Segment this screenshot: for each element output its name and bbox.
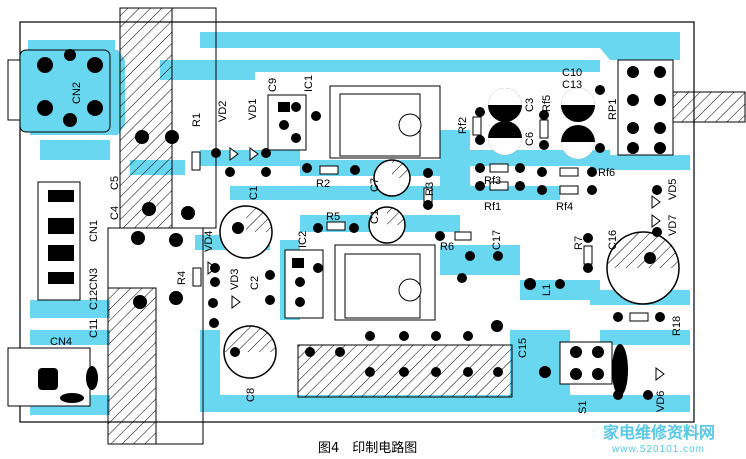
capacitor-c1-upper [219,205,273,259]
component-labels: CN2 CN1 CN3 CN4 C5 C4 C12 C11 R1 VD2 VD1… [50,67,683,414]
label-vd6: VD6 [655,391,667,412]
ic1-package [267,85,441,159]
watermark: 家电维修资料网 www.520101.com [603,423,715,455]
label-vd5: VD5 [667,179,679,200]
label-c17: C17 [491,230,503,250]
connector-cn1-cn3 [37,181,81,301]
heatsink-strip-vertical [119,7,173,229]
label-c7: C7 [369,178,381,192]
label-c6: C6 [524,132,536,146]
hatched-pad-lower-left [107,287,157,445]
capacitor-c7 [373,159,411,197]
capacitor-c13 [561,125,595,159]
connector-cn2 [7,49,111,133]
capacitor-c16 [606,231,680,305]
label-rf4: Rf4 [556,201,573,213]
ic2-package [284,244,436,321]
label-r5: R5 [326,211,340,223]
label-r6: R6 [440,241,454,253]
label-vd7: VD7 [667,215,679,236]
label-r18: R18 [671,316,683,336]
capacitor-c1-lower [368,206,406,244]
label-c5: C5 [109,176,121,190]
label-c1b: C1 [369,210,381,224]
watermark-text: 家电维修资料网 [603,423,715,442]
capacitor-c10 [561,88,595,122]
label-c10: C10 [562,67,582,79]
watermark-url: www.520101.com [611,444,705,455]
label-rf2: Rf2 [457,117,469,134]
label-c15: C15 [517,338,529,358]
label-r2: R2 [316,178,330,190]
label-rf6: Rf6 [598,167,615,179]
figure-caption: 图4 印制电路图 [318,440,417,456]
label-rf1: Rf1 [484,201,501,213]
label-c9: C9 [267,78,279,92]
label-l1: L1 [541,284,553,296]
label-rp1: RP1 [607,99,619,120]
label-r7: R7 [573,236,585,250]
hatched-frame-lower-left [107,227,204,445]
label-vd4: VD4 [203,231,215,252]
label-ic2: IC2 [297,231,309,248]
label-s1: S1 [577,401,589,414]
capacitor-c6 [488,121,522,155]
label-vd3: VD3 [229,269,241,290]
resistor-bodies [191,116,649,322]
label-sw-pos: 0 [618,365,624,377]
label-r3: R3 [424,182,436,196]
label-r1: R1 [191,113,203,127]
label-cn3: CN3 [88,268,100,290]
label-cn1: CN1 [88,220,100,242]
label-ic1: IC1 [303,75,315,92]
label-c1a: C1 [248,186,260,200]
connector-cn4 [7,347,98,407]
capacitor-c3 [488,88,522,122]
diode-symbols [207,147,665,381]
label-vd2: VD2 [217,101,229,122]
label-rf5: Rf5 [541,95,553,112]
capacitor-c8 [223,325,277,379]
label-c16: C16 [607,230,619,250]
potentiometer-rp1 [617,59,746,156]
label-r4: R4 [176,271,188,285]
solder-pads [131,85,665,400]
label-c12: C12 [88,290,100,310]
switch-s1 [559,341,628,396]
label-cn2: CN2 [71,82,83,104]
label-rf3: Rf3 [484,175,501,187]
label-c2: C2 [249,276,261,290]
label-cn4: CN4 [50,336,72,348]
label-c11: C11 [88,319,100,338]
label-c8: C8 [245,388,257,402]
label-vd1: VD1 [247,99,259,120]
label-c13: C13 [562,79,582,91]
label-c4: C4 [109,206,121,220]
label-c3: C3 [524,98,536,112]
